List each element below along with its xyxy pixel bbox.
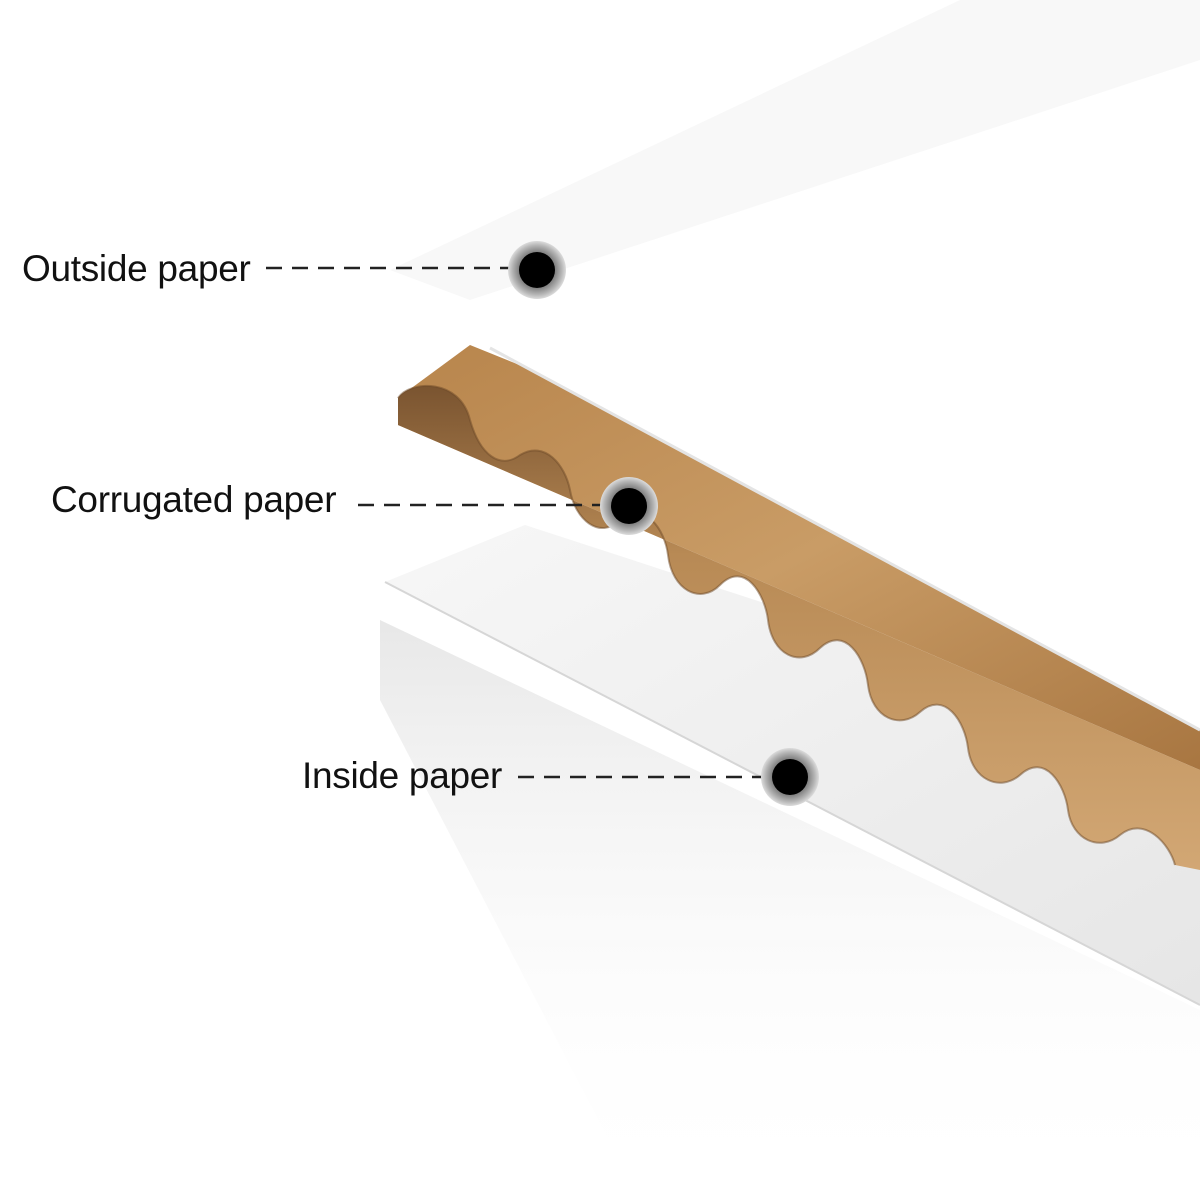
corrugated-flute-edge [398, 385, 1200, 870]
corrugated-flute-outline [397, 385, 1176, 866]
outside-marker [508, 241, 566, 299]
corrugated-paper-label: Corrugated paper [51, 479, 337, 520]
inside-paper-shadow [380, 620, 1200, 1200]
inside-paper-label: Inside paper [302, 755, 503, 796]
outside-paper-top-shade [390, 0, 1200, 300]
corrugated-marker [600, 477, 658, 535]
corrugated-layer-body [398, 345, 1200, 770]
inside-marker [761, 748, 819, 806]
outside-paper-label: Outside paper [22, 248, 251, 289]
outside-paper-edge [489, 346, 1200, 732]
